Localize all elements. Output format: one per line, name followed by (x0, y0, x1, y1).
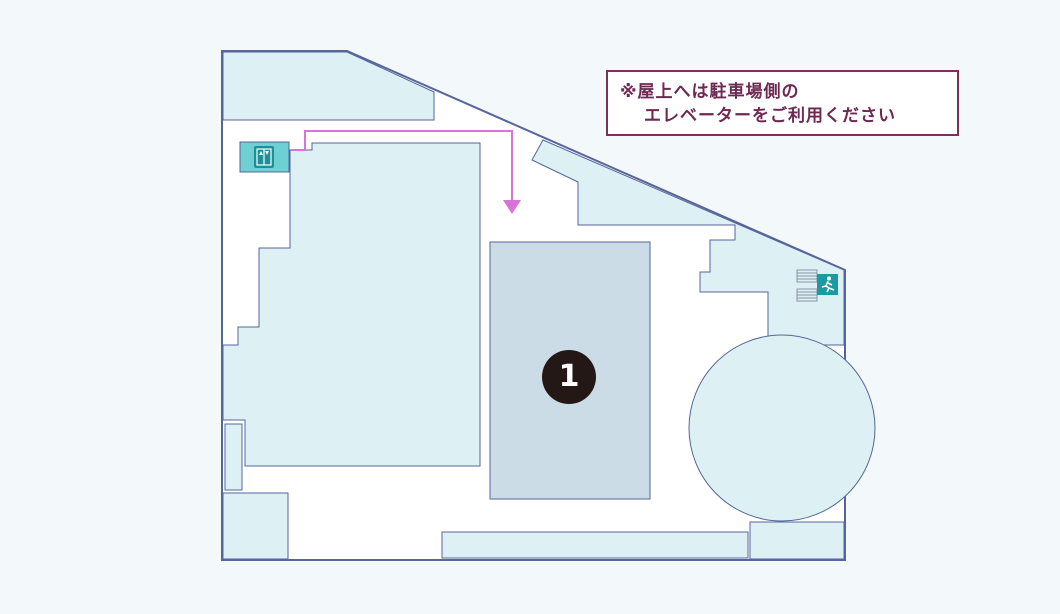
elevator-icon[interactable] (239, 141, 290, 173)
section-bottom-left (222, 492, 289, 560)
rooftop-access-note: ※屋上へは駐車場側の エレベーターをご利用ください (606, 70, 959, 136)
area-1-badge[interactable]: 1 (542, 350, 596, 404)
note-line-1: ※屋上へは駐車場側の (620, 82, 800, 102)
section-bottom-right (749, 521, 845, 560)
section-left-narrow (224, 423, 243, 491)
route-arrow-icon (291, 130, 521, 214)
note-line-2: エレベーターをご利用ください (644, 106, 896, 126)
section-bottom-strip (441, 531, 749, 559)
section-top-left (222, 51, 435, 121)
section-circle (688, 334, 876, 522)
section-left-large (222, 142, 481, 467)
emergency-exit-icon (817, 274, 838, 295)
